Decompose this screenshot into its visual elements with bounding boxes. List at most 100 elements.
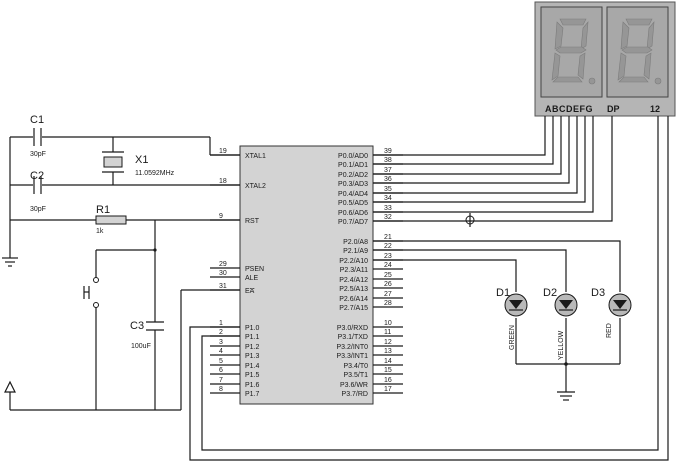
mcu-pin-name: P3.7/RD — [342, 391, 368, 398]
mcu-right-pins: 39P0.0/AD038P0.1/AD137P0.2/AD236P0.3/AD3… — [336, 148, 403, 398]
mcu-pin-p1-7: 8P1.7 — [210, 386, 260, 398]
reset-button[interactable] — [83, 277, 99, 308]
mcu-pin-p1-2: 3P1.2 — [210, 339, 260, 351]
digit-select-wires — [189, 116, 669, 461]
mcu-pin-name: XTAL2 — [245, 183, 266, 190]
mcu-pin-name: ALE — [245, 275, 259, 282]
mcu-pin-name: P0.5/AD5 — [338, 200, 368, 207]
mcu-pin-number: 15 — [384, 367, 392, 374]
mcu-pin-number: 27 — [384, 291, 392, 298]
mcu-pin-number: 3 — [219, 339, 223, 346]
mcu-pin-number: 29 — [219, 261, 227, 268]
mcu-pin-name: XTAL1 — [245, 153, 266, 160]
led-d3[interactable] — [608, 293, 632, 317]
mcu-pin-number: 14 — [384, 358, 392, 365]
led-d2[interactable] — [554, 293, 578, 317]
c2-ref: C2 — [30, 170, 44, 182]
d1-ref: D1 — [496, 287, 510, 299]
mcu-pin-number: 1 — [219, 320, 223, 327]
mcu-pin-name: P0.7/AD7 — [338, 219, 368, 226]
mcu-pin-number: 36 — [384, 176, 392, 183]
crystal-x1[interactable] — [102, 151, 124, 173]
mcu-pin-name: PSEN — [245, 266, 264, 273]
x1-ref: X1 — [135, 154, 148, 166]
led-d1[interactable] — [504, 293, 528, 317]
mcu-pin-name: P2.1/A9 — [343, 248, 368, 255]
mcu-pin-number: 38 — [384, 157, 392, 164]
d3-color-label: RED — [606, 323, 613, 338]
d2-color-label: YELLOW — [558, 330, 565, 360]
mcu-pin-p1-4: 5P1.4 — [210, 358, 260, 370]
mcu-pin-number: 33 — [384, 205, 392, 212]
mcu-pin-number: 21 — [384, 234, 392, 241]
mcu-pin-name: EA — [245, 288, 255, 295]
mcu-pin-number: 37 — [384, 167, 392, 174]
mcu-pin-number: 34 — [384, 195, 392, 202]
mcu-pin-number: 23 — [384, 253, 392, 260]
resistor-r1[interactable] — [95, 215, 127, 225]
capacitor-c3[interactable] — [146, 321, 164, 331]
mcu-pin-number: 13 — [384, 348, 392, 355]
display-digit-label: 12 — [650, 104, 660, 114]
mcu-pin-number: 12 — [384, 339, 392, 346]
mcu-pin-name: P0.1/AD1 — [338, 162, 368, 169]
mcu-pin-number: 26 — [384, 281, 392, 288]
mcu-pin-number: 22 — [384, 243, 392, 250]
capacitor-c2[interactable] — [33, 176, 42, 194]
mcu-pin-number: 6 — [219, 367, 223, 374]
mcu-pin-name: P0.2/AD2 — [338, 172, 368, 179]
mcu-pin-number: 7 — [219, 377, 223, 384]
mcu-pin-name: P1.3 — [245, 353, 260, 360]
mcu-pin-name: P1.2 — [245, 344, 260, 351]
mcu-pin-number: 32 — [384, 214, 392, 221]
r1-value: 1k — [96, 228, 104, 235]
mcu-pin-number: 2 — [219, 329, 223, 336]
mcu-pin-name: P1.0 — [245, 325, 260, 332]
p0-to-display-wires — [373, 116, 613, 222]
seven-segment-display[interactable] — [534, 1, 676, 117]
mcu-pin-number: 35 — [384, 186, 392, 193]
mcu-pin-number: 10 — [384, 320, 392, 327]
mcu-pin-name: P3.4/T0 — [343, 363, 368, 370]
mcu-pin-name: P1.5 — [245, 372, 260, 379]
mcu-body[interactable] — [239, 145, 374, 405]
mcu-pin-name: P2.4/A12 — [339, 277, 368, 284]
capacitor-c1[interactable] — [33, 128, 42, 146]
mcu-pin-name: P0.3/AD3 — [338, 181, 368, 188]
display-dp-label: DP — [607, 104, 620, 114]
mcu-pin-name: P3.2/INT0 — [336, 344, 368, 351]
mcu-pin-name: P3.3/INT1 — [336, 353, 368, 360]
d1-color-label: GREEN — [509, 325, 516, 350]
mcu-pin-p1-6: 7P1.6 — [210, 377, 260, 389]
mcu-pin-name: P2.5/A13 — [339, 286, 368, 293]
x1-value: 11.0592MHz — [135, 170, 175, 177]
mcu-pin-name: P0.4/AD4 — [338, 191, 368, 198]
mcu-pin-name: P2.6/A14 — [339, 296, 368, 303]
probe-marker-icon — [465, 213, 475, 227]
mcu-pin-number: 31 — [219, 283, 227, 290]
mcu-pin-name: P1.1 — [245, 334, 260, 341]
mcu-pin-name: P1.7 — [245, 391, 260, 398]
vcc-arrow-icon — [4, 380, 16, 393]
mcu-pin-name: P0.0/AD0 — [338, 153, 368, 160]
mcu-pin-p1-3: 4P1.3 — [210, 348, 260, 360]
led-wiring — [373, 240, 621, 401]
mcu-pin-name: P1.6 — [245, 382, 260, 389]
mcu-pin-number: 5 — [219, 358, 223, 365]
c1-ref: C1 — [30, 114, 44, 126]
mcu-pin-name: P3.0/RXD — [337, 325, 368, 332]
mcu-pin-name: P2.2/A10 — [339, 258, 368, 265]
